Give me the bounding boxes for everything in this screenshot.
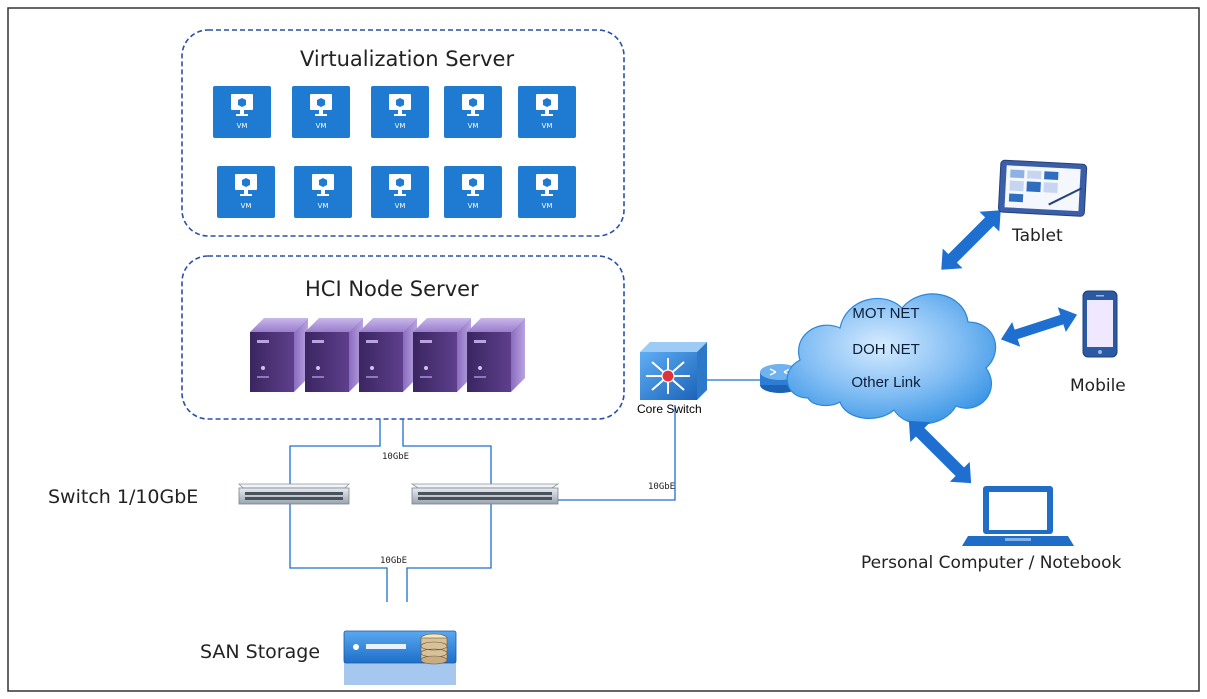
vm-tile: VM <box>217 166 275 218</box>
tablet-icon <box>997 159 1088 217</box>
server-3 <box>359 318 417 392</box>
arrow-mobile <box>1000 307 1078 347</box>
diagram-frame <box>7 7 1200 692</box>
mobile-label: Mobile <box>1070 376 1126 396</box>
laptop-icon <box>962 486 1074 546</box>
server-4 <box>413 318 471 392</box>
server-5 <box>467 318 525 392</box>
network-cloud <box>786 293 997 425</box>
core-switch-icon <box>640 342 707 400</box>
vm-label: VM <box>394 122 406 130</box>
vm-tile: VM <box>518 86 576 138</box>
virtualization-server-title: Virtualization Server <box>300 47 515 71</box>
cloud-line-mot-net: MOT NET <box>852 305 920 322</box>
mobile-icon <box>1082 290 1118 358</box>
monitor-icon <box>231 94 253 116</box>
monitor-icon <box>310 94 332 116</box>
vm-tile: VM <box>444 86 502 138</box>
pc-notebook-label: Personal Computer / Notebook <box>861 553 1122 573</box>
tablet-label: Tablet <box>1012 226 1063 246</box>
core-switch-label: Core Switch <box>637 402 702 416</box>
virtualization-group-box <box>181 29 625 237</box>
monitor-icon <box>235 174 257 196</box>
switch-1-icon <box>238 483 350 505</box>
link-speed-core: 10GbE <box>648 482 676 492</box>
vm-tile: VM <box>371 86 429 138</box>
switch-2-icon <box>410 483 560 505</box>
vm-tile: VM <box>294 166 352 218</box>
link-speed-top: 10GbE <box>382 452 410 462</box>
san-storage-label: SAN Storage <box>200 641 321 663</box>
vm-label: VM <box>394 202 406 210</box>
hci-servers <box>250 318 525 392</box>
monitor-icon <box>536 94 558 116</box>
server-2 <box>305 318 363 392</box>
monitor-icon <box>389 174 411 196</box>
monitor-icon <box>462 94 484 116</box>
link-speed-bottom: 10GbE <box>380 556 408 566</box>
san-storage-icon <box>343 630 457 685</box>
monitor-icon <box>536 174 558 196</box>
switch-label: Switch 1/10GbE <box>48 486 199 508</box>
network-links <box>289 379 762 602</box>
server-1 <box>250 318 308 392</box>
cloud-line-doh-net: DOH NET <box>852 341 920 358</box>
vm-tile: VM <box>292 86 350 138</box>
vm-label: VM <box>541 122 553 130</box>
vm-label: VM <box>317 202 329 210</box>
arrow-tablet <box>941 210 1001 270</box>
vm-label: VM <box>240 202 252 210</box>
hci-node-server-title: HCI Node Server <box>305 277 479 301</box>
arrow-pc <box>908 420 972 484</box>
vm-tile: VM <box>444 166 502 218</box>
monitor-icon <box>389 94 411 116</box>
monitor-icon <box>312 174 334 196</box>
vm-tile: VM <box>518 166 576 218</box>
vm-label: VM <box>467 122 479 130</box>
vm-tile: VM <box>213 86 271 138</box>
vm-label: VM <box>541 202 553 210</box>
vm-tile: VM <box>371 166 429 218</box>
vm-label: VM <box>467 202 479 210</box>
vm-label: VM <box>315 122 327 130</box>
vm-label: VM <box>236 122 248 130</box>
monitor-icon <box>462 174 484 196</box>
cloud-line-other-link: Other Link <box>851 374 921 391</box>
